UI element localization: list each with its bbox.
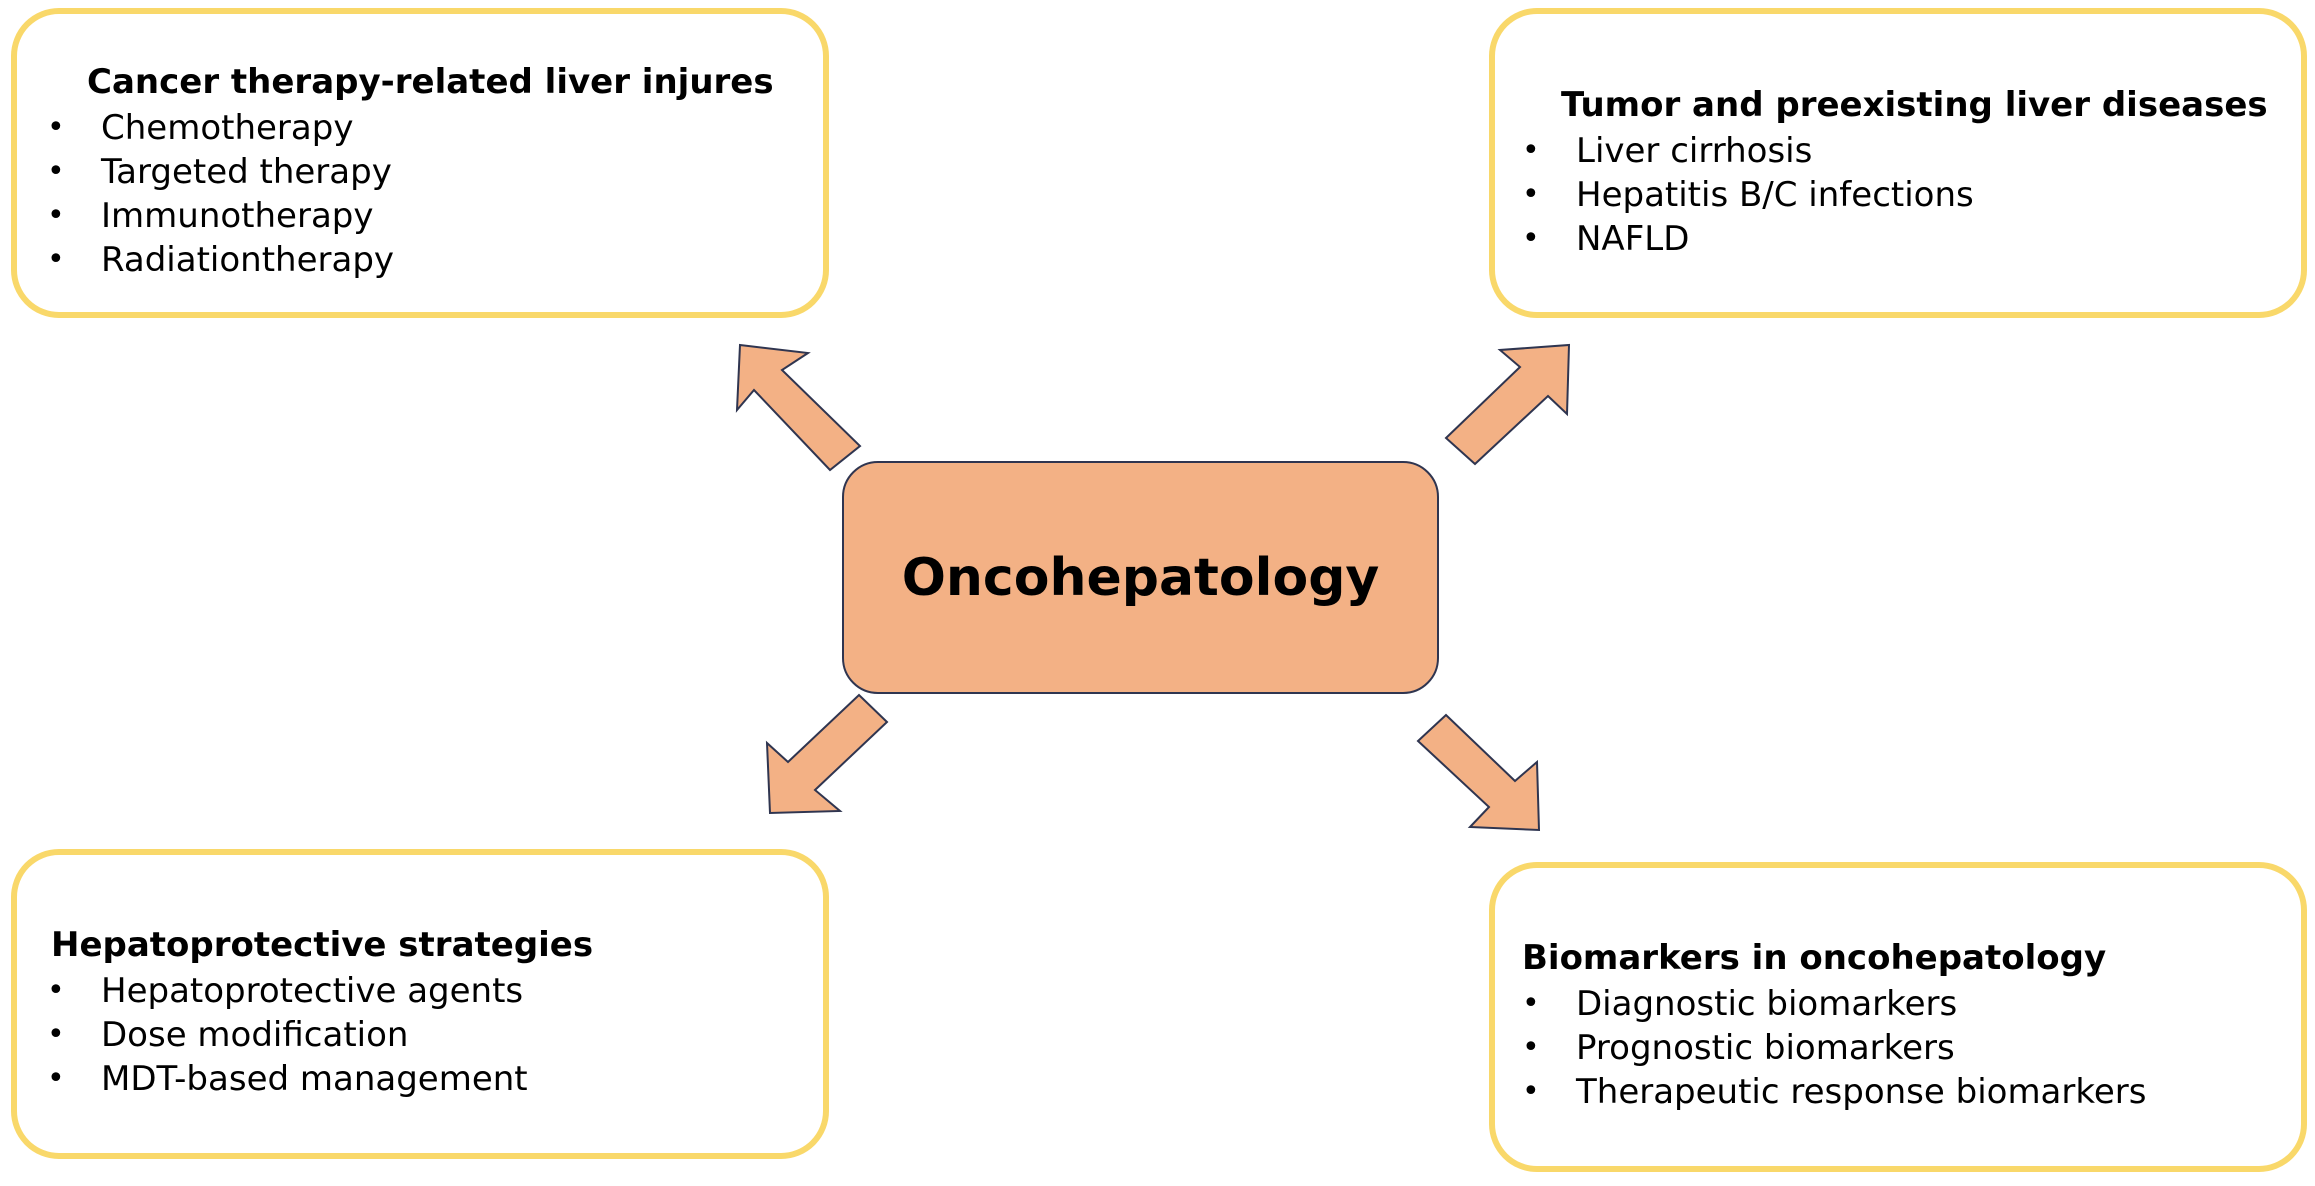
list-item: •Prognostic biomarkers [1522,1028,1955,1068]
arrow-down-left [765,693,889,815]
item-list: •Hepatoprotective agents •Dose modificat… [47,969,528,1101]
center-title: Oncohepatology [901,547,1380,608]
box-cancer-therapy-liver-injuries: Cancer therapy-related liver injures •Ch… [11,8,829,318]
center-node: Oncohepatology [842,461,1439,694]
list-item: •Hepatoprotective agents [47,971,524,1011]
box-title: Hepatoprotective strategies [51,925,594,965]
list-item: •Radiationtherapy [47,240,395,280]
bullet-icon: • [1522,1074,1540,1109]
box-tumor-preexisting-liver-diseases: Tumor and preexisting liver diseases •Li… [1489,8,2307,318]
box-title: Cancer therapy-related liver injures [87,62,774,102]
box-biomarkers-oncohepatology: Biomarkers in oncohepatology •Diagnostic… [1489,862,2307,1172]
box-title: Biomarkers in oncohepatology [1522,938,2107,978]
bullet-icon: • [1522,133,1540,168]
bullet-icon: • [1522,177,1540,212]
box-hepatoprotective-strategies: Hepatoprotective strategies •Hepatoprote… [11,849,829,1159]
bullet-icon: • [1522,221,1540,256]
bullet-icon: • [47,1017,65,1052]
bullet-icon: • [47,110,65,145]
item-list: •Liver cirrhosis •Hepatitis B/C infectio… [1522,129,1974,261]
list-item: •MDT-based management [47,1059,528,1099]
bullet-icon: • [47,242,65,277]
bullet-icon: • [1522,1030,1540,1065]
list-item: •Immunotherapy [47,196,374,236]
bullet-icon: • [1522,986,1540,1021]
list-item: •Diagnostic biomarkers [1522,984,1958,1024]
bullet-icon: • [47,1061,65,1096]
bullet-icon: • [47,973,65,1008]
list-item: •Therapeutic response biomarkers [1522,1072,2147,1112]
box-title: Tumor and preexisting liver diseases [1561,85,2268,125]
list-item: •Hepatitis B/C infections [1522,175,1974,215]
list-item: •Chemotherapy [47,108,354,148]
list-item: •Liver cirrhosis [1522,131,1813,171]
list-item: •NAFLD [1522,219,1690,259]
arrow-up-right [1444,343,1571,466]
list-item: •Dose modification [47,1015,409,1055]
item-list: •Diagnostic biomarkers •Prognostic bioma… [1522,982,2146,1114]
bullet-icon: • [47,154,65,189]
arrow-down-right [1416,713,1541,832]
arrow-up-left [735,343,862,472]
item-list: •Chemotherapy •Targeted therapy •Immunot… [47,106,394,282]
list-item: •Targeted therapy [47,152,392,192]
bullet-icon: • [47,198,65,233]
